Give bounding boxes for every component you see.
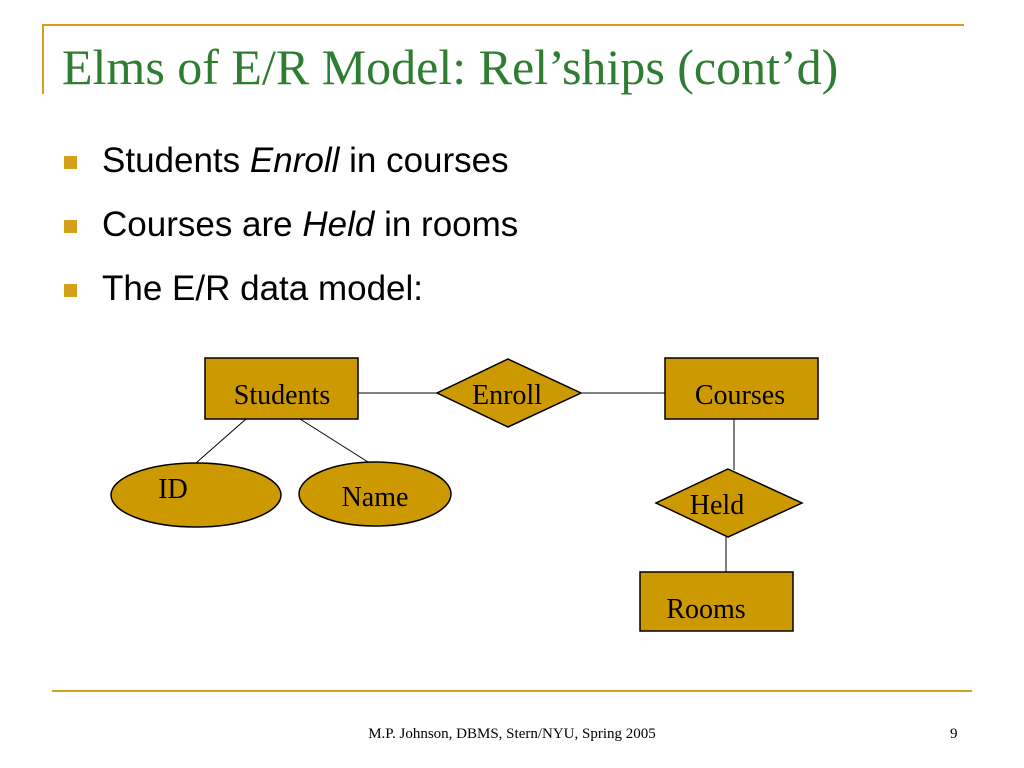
slide-title: Elms of E/R Model: Rel’ships (cont’d) xyxy=(62,39,839,95)
bullet-text-after: in rooms xyxy=(374,205,519,244)
bullet-text-emphasis: Enroll xyxy=(249,141,340,180)
bullet-item: Students Enroll in courses xyxy=(64,134,518,198)
bullet-item: The E/R data model: xyxy=(64,262,518,326)
entity-courses xyxy=(664,357,819,420)
entity-courses-label: Courses xyxy=(695,380,785,411)
footer-rule xyxy=(52,690,972,692)
bullet-text-emphasis: Held xyxy=(302,205,375,244)
footer-citation: M.P. Johnson, DBMS, Stern/NYU, Spring 20… xyxy=(368,726,656,742)
bullet-text-before: The E/R data model: xyxy=(102,269,423,308)
connector-students-name xyxy=(299,418,369,463)
relationship-enroll xyxy=(435,358,583,428)
square-bullet-icon xyxy=(64,220,77,233)
bullet-text-before: Students xyxy=(102,141,250,180)
relationship-held-label: Held xyxy=(690,490,744,521)
entity-students xyxy=(204,357,359,420)
page-number: 9 xyxy=(950,726,958,742)
title-frame-top-rule xyxy=(42,24,964,26)
entity-rooms-label: Rooms xyxy=(666,594,745,625)
bullet-text-before: Courses are xyxy=(102,205,303,244)
bullet-list: Students Enroll in courses Courses are H… xyxy=(64,134,518,326)
attribute-id-label: ID xyxy=(158,474,188,505)
attribute-id xyxy=(110,462,282,528)
relationship-held xyxy=(654,468,804,538)
attribute-name xyxy=(298,461,452,527)
square-bullet-icon xyxy=(64,156,77,169)
attribute-name-label: Name xyxy=(342,482,409,513)
bullet-text-after: in courses xyxy=(339,141,509,180)
title-frame-left-rule xyxy=(42,24,44,94)
entity-rooms xyxy=(639,571,794,632)
relationship-enroll-label: Enroll xyxy=(472,380,542,411)
connector-students-id xyxy=(195,418,247,464)
bullet-item: Courses are Held in rooms xyxy=(64,198,518,262)
square-bullet-icon xyxy=(64,284,77,297)
entity-students-label: Students xyxy=(234,380,330,411)
